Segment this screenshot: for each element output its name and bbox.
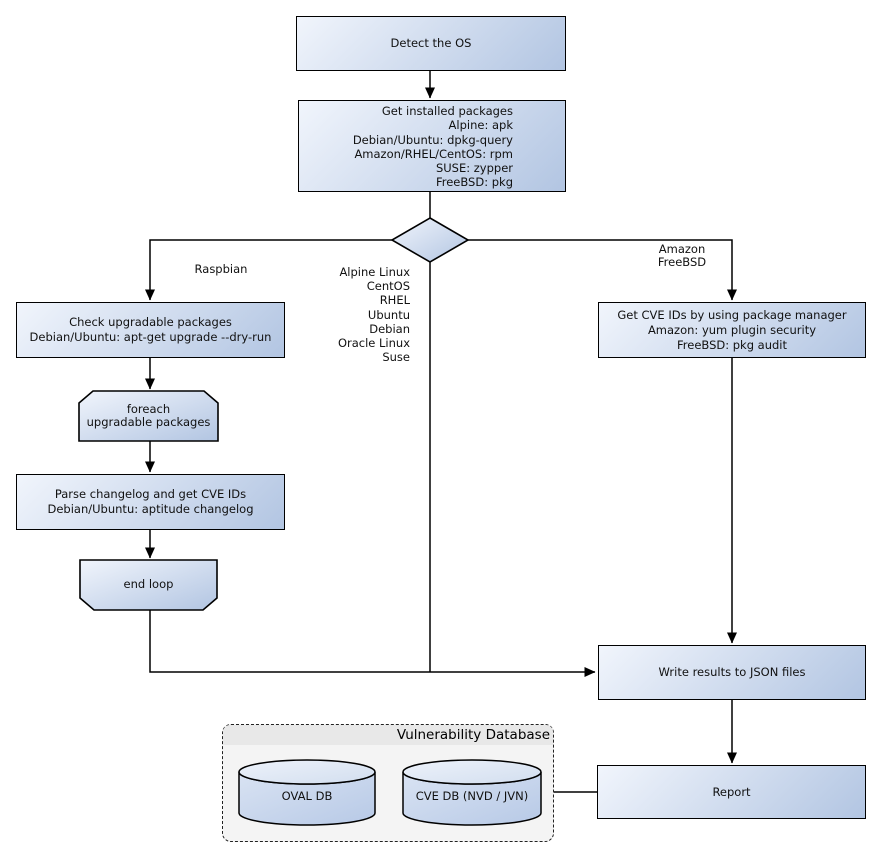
node-line: Parse changelog and get CVE IDs	[54, 487, 247, 501]
os-list-edge-label: Alpine Linux CentOS RHEL Ubuntu Debian O…	[290, 265, 410, 364]
report-node: Report	[597, 765, 866, 819]
detect-os-label: Detect the OS	[390, 36, 472, 50]
node-line: Check upgradable packages	[69, 315, 232, 329]
cve-db-cylinder	[402, 759, 542, 826]
vulnerability-database-title: Vulnerability Database	[223, 725, 553, 745]
edge-label-line: Ubuntu	[367, 307, 410, 322]
edge-label-line: Oracle Linux	[337, 336, 410, 351]
write-results-node: Write results to JSON files	[598, 645, 866, 700]
node-line: Amazon/RHEL/CentOS: rpm	[354, 146, 513, 161]
oval-db-label: OVAL DB	[281, 789, 333, 803]
report-label: Report	[712, 784, 751, 799]
edge-label-line: RHEL	[379, 293, 410, 308]
node-line: Alpine: apk	[448, 118, 513, 133]
edge-label-line: CentOS	[366, 279, 410, 294]
end-loop-node: end loop	[80, 560, 217, 610]
amazon-freebsd-edge-label: Amazon FreeBSD	[632, 243, 732, 269]
flow-arrow-endloop-to-writeresults	[149, 610, 596, 677]
oval-db-cylinder	[238, 759, 376, 826]
edge-label-line: FreeBSD	[657, 254, 707, 269]
oval-db-cylinder-top	[238, 759, 376, 785]
end-loop-label: end loop	[123, 577, 174, 592]
check-upgradable-node: Check upgradable packages Debian/Ubuntu:…	[16, 302, 285, 358]
flow-arrow-decision-to-getcveids	[468, 239, 737, 301]
raspbian-edge-label: Raspbian	[194, 262, 248, 276]
get-installed-packages-node: Get installed packages Alpine: apk Debia…	[298, 100, 566, 192]
edge-label-line: Suse	[382, 350, 410, 365]
decision-diamond	[390, 217, 470, 263]
edge-label-line: Debian	[369, 321, 410, 336]
detect-os-node: Detect the OS	[296, 16, 566, 71]
node-line: Debian/Ubuntu: apt-get upgrade --dry-run	[29, 330, 272, 344]
foreach-loop-node: foreach upgradable packages	[79, 391, 218, 441]
foreach-loop-shape	[78, 390, 219, 442]
edge-label-line: Alpine Linux	[339, 265, 410, 279]
write-results-label: Write results to JSON files	[658, 665, 806, 679]
cve-db-label: CVE DB (NVD / JVN)	[415, 789, 529, 803]
cve-db-cylinder-top	[402, 759, 542, 785]
node-line: FreeBSD: pkg	[435, 175, 513, 190]
parse-changelog-node: Parse changelog and get CVE IDs Debian/U…	[16, 474, 285, 530]
node-line: Get installed packages	[381, 104, 513, 118]
node-line: Get CVE IDs by using package manager	[617, 307, 847, 322]
edge-label-line: Amazon	[658, 242, 706, 256]
node-line: upgradable packages	[86, 415, 211, 429]
end-loop-shape	[79, 559, 218, 611]
node-line: SUSE: zypper	[435, 161, 513, 176]
node-line: Debian/Ubuntu: dpkg-query	[352, 132, 513, 147]
node-line: Debian/Ubuntu: aptitude changelog	[47, 502, 254, 516]
node-line: foreach	[126, 401, 171, 416]
node-line: FreeBSD: pkg audit	[676, 337, 788, 352]
flow-arrow-decision-to-checkupgradable	[145, 239, 392, 301]
node-line: Amazon: yum plugin security	[647, 322, 817, 337]
get-cve-ids-node: Get CVE IDs by using package manager Ama…	[598, 302, 866, 358]
